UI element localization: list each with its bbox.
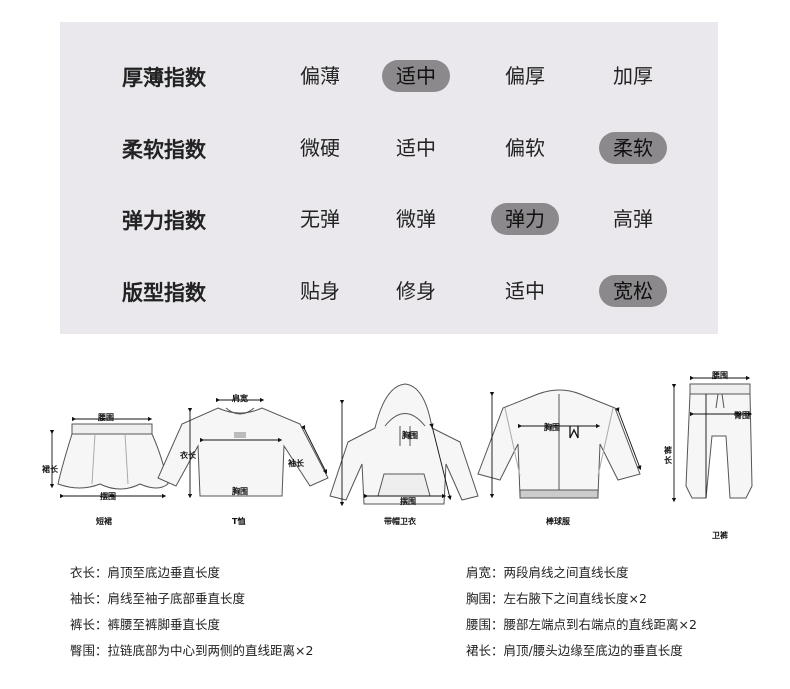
garment-name-skirt: 短裙 [96,517,112,526]
sweatpants-drawing [685,383,753,499]
definition-skirt-length: 裙长：肩顶/腰头边缘至底边的垂直长度 [466,643,683,658]
definition-sleeve-length: 袖长：肩线至袖子底部垂直长度 [70,591,246,606]
garment-name-jacket: 棒球服 [546,517,570,526]
option: 偏厚 [505,64,545,88]
option-selected: 适中 [382,60,450,92]
mark-pants-hip: 臀围 [734,411,750,420]
option: 高弹 [613,207,653,231]
option: 修身 [396,279,436,303]
garment-name-hoodie: 带帽卫衣 [384,517,416,526]
mark-pants-length: 裤长 [664,446,672,465]
option-selected: 弹力 [491,203,559,235]
garment-diagrams [49,375,753,507]
option: 贴身 [300,279,340,303]
mark-skirt-waist: 腰围 [98,413,114,422]
row-label: 版型指数 [122,281,206,305]
hoodie-drawing [329,383,479,505]
option: 微硬 [300,136,340,160]
garment-name-pants: 卫裤 [712,531,728,540]
row-label: 弹力指数 [122,209,206,233]
mark-tshirt-sleeve: 袖长 [288,459,304,468]
definition-garment-length: 衣长：肩顶至底边垂直长度 [70,565,221,580]
definition-pants-length: 裤长：裤腰至裤脚垂直长度 [70,617,221,632]
option: 适中 [396,136,436,160]
definition-hip: 臀围：拉链底部为中心到两侧的直线距离×2 [70,643,314,658]
garment-name-tshirt: T恤 [232,517,246,526]
index-row-fit: 版型指数 贴身 修身 适中 宽松 [60,271,718,311]
definition-waist: 腰围：腰部左端点到右端点的直线距离×2 [466,617,697,632]
mark-hoodie-hem: 摆围 [400,497,416,506]
row-label: 柔软指数 [122,138,206,162]
option: 无弹 [300,207,340,231]
definition-shoulder: 肩宽：两段肩线之间直线长度 [466,565,629,580]
mark-pants-waist: 腰围 [712,371,728,380]
mark-skirt-hem: 摆围 [100,492,116,501]
index-row-thickness: 厚薄指数 偏薄 适中 偏厚 加厚 [60,56,718,96]
option-selected: 宽松 [599,275,667,307]
mark-hoodie-chest: 胸围 [402,431,418,440]
index-row-elasticity: 弹力指数 无弹 微弹 弹力 高弹 [60,199,718,239]
option: 微弹 [396,207,436,231]
option: 加厚 [613,64,653,88]
mark-skirt-length: 裙长 [42,465,58,474]
mark-jacket-chest: 胸围 [544,423,560,432]
mark-tshirt-length: 衣长 [180,451,196,460]
baseball-jacket-drawing [477,389,641,499]
tshirt-drawing [157,407,329,497]
option: 偏软 [505,136,545,160]
option: 偏薄 [300,64,340,88]
mark-tshirt-chest: 胸围 [232,487,248,496]
measurement-diagram-area: 腰围 裙长 摆围 肩宽 衣长 胸围 袖长 胸围 摆围 胸围 腰围 臀围 裤长 短… [0,346,790,689]
row-label: 厚薄指数 [122,66,206,90]
skirt-drawing [57,423,169,490]
definition-chest: 胸围：左右腋下之间直线长度×2 [466,591,647,606]
option: 适中 [505,279,545,303]
index-row-softness: 柔软指数 微硬 适中 偏软 柔软 [60,128,718,168]
option-selected: 柔软 [599,132,667,164]
mark-tshirt-shoulder: 肩宽 [232,394,248,403]
fabric-index-panel: 厚薄指数 偏薄 适中 偏厚 加厚 柔软指数 微硬 适中 偏软 柔软 弹力指数 无… [60,22,718,334]
